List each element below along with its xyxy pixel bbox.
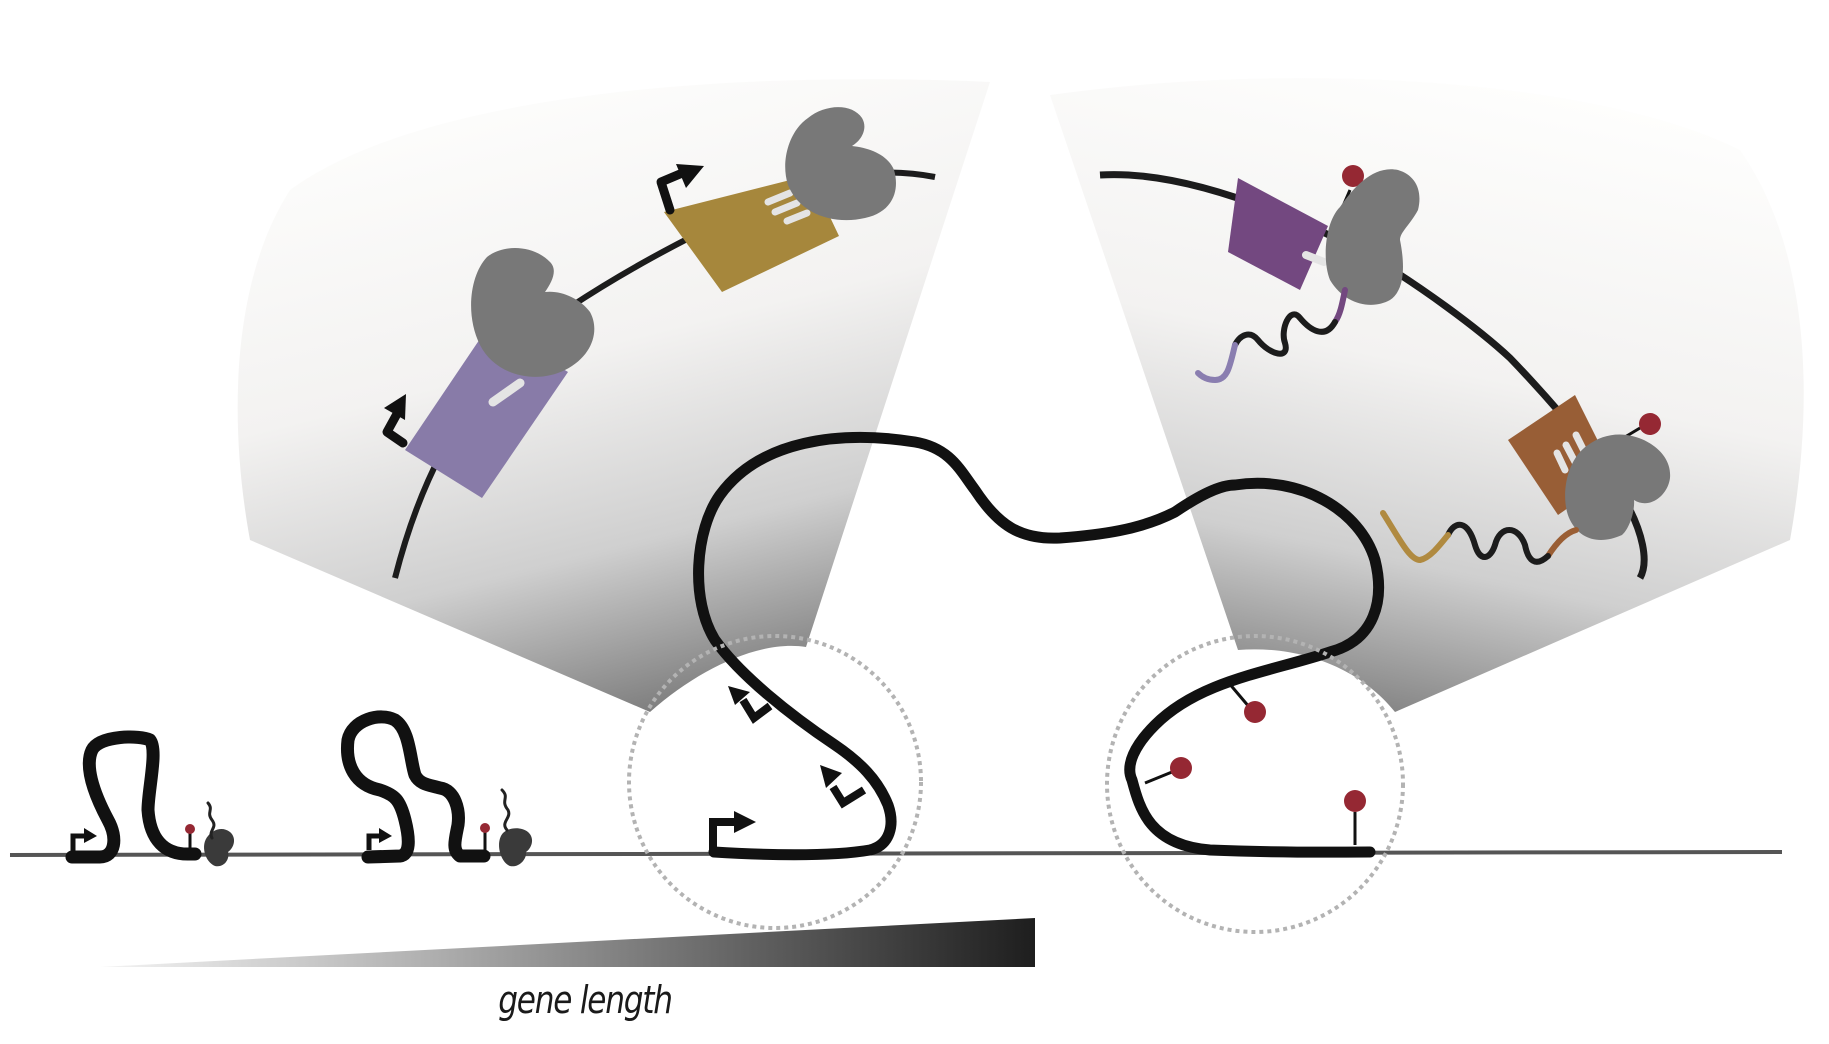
cap-icon <box>1344 790 1366 812</box>
nascent-rna-brown <box>1545 527 1579 559</box>
left-zoom-panel <box>382 107 936 579</box>
nascent-rna-small <box>206 801 216 840</box>
promoter-arrow-head <box>728 686 750 705</box>
cap-icon <box>1170 757 1192 779</box>
long-gene-dna <box>693 432 1385 861</box>
cap-icon <box>185 824 195 834</box>
right-zoom-panel <box>1099 165 1671 580</box>
highlight-bar <box>488 378 525 407</box>
highlight-bar <box>1562 441 1579 466</box>
cap-stem <box>1144 770 1173 785</box>
cap-icon <box>1342 165 1364 187</box>
cap-icon <box>1639 413 1661 435</box>
promoter-arrow-icon <box>656 169 685 215</box>
promoter-arrow-icon <box>70 833 86 851</box>
promoter-arrow-head <box>734 811 756 833</box>
short-gene <box>65 730 235 867</box>
short-gene-dna <box>65 730 202 864</box>
polymerase-left-1 <box>471 248 595 377</box>
highlight-bar <box>783 209 811 225</box>
promoter-arrow-head <box>820 765 842 788</box>
highlight-bar <box>1553 449 1569 474</box>
nascent-rna-lavender <box>1195 342 1238 384</box>
cap-stem <box>1226 681 1252 709</box>
medium-gene-dna <box>340 710 491 864</box>
nascent-rna-gold <box>1380 510 1451 564</box>
promoter-arrow-head <box>384 394 406 420</box>
gene-length-gradient-bar <box>100 918 1035 967</box>
highlight-bar <box>764 189 794 206</box>
medium-gene <box>340 710 533 867</box>
nascent-rna-small <box>500 788 511 832</box>
polymerase-right-1 <box>1325 169 1420 305</box>
nascent-rna-body <box>1232 311 1338 357</box>
left-zoom-circle <box>627 634 923 930</box>
cap-icon <box>1244 701 1266 723</box>
polymerase-right-2 <box>1565 434 1671 540</box>
cap-icon <box>480 823 490 833</box>
promoter-arrow-icon <box>829 784 867 809</box>
highlight-bar <box>1302 251 1328 266</box>
promoter-arrow-head <box>84 828 97 843</box>
gene-length-label: gene length <box>498 978 673 1022</box>
promoter-arrow-icon <box>709 818 737 850</box>
nascent-rna-body <box>1445 521 1551 565</box>
right-zoom-wedge <box>1050 78 1804 712</box>
purple-gene-block <box>1228 178 1328 290</box>
genome-baseline <box>9 850 1783 857</box>
polymerase-small <box>499 828 533 867</box>
polymerase-left-2 <box>785 107 896 221</box>
promoter-arrow-head <box>676 164 704 188</box>
promoter-arrow-icon <box>366 833 381 850</box>
promoter-arrow-icon <box>739 697 773 724</box>
promoter-arrow-icon <box>382 407 408 448</box>
polymerase-small <box>204 829 235 867</box>
highlight-bar <box>771 199 801 216</box>
promoter-arrow-head <box>379 828 392 843</box>
right-zoom-circle <box>1105 634 1405 934</box>
